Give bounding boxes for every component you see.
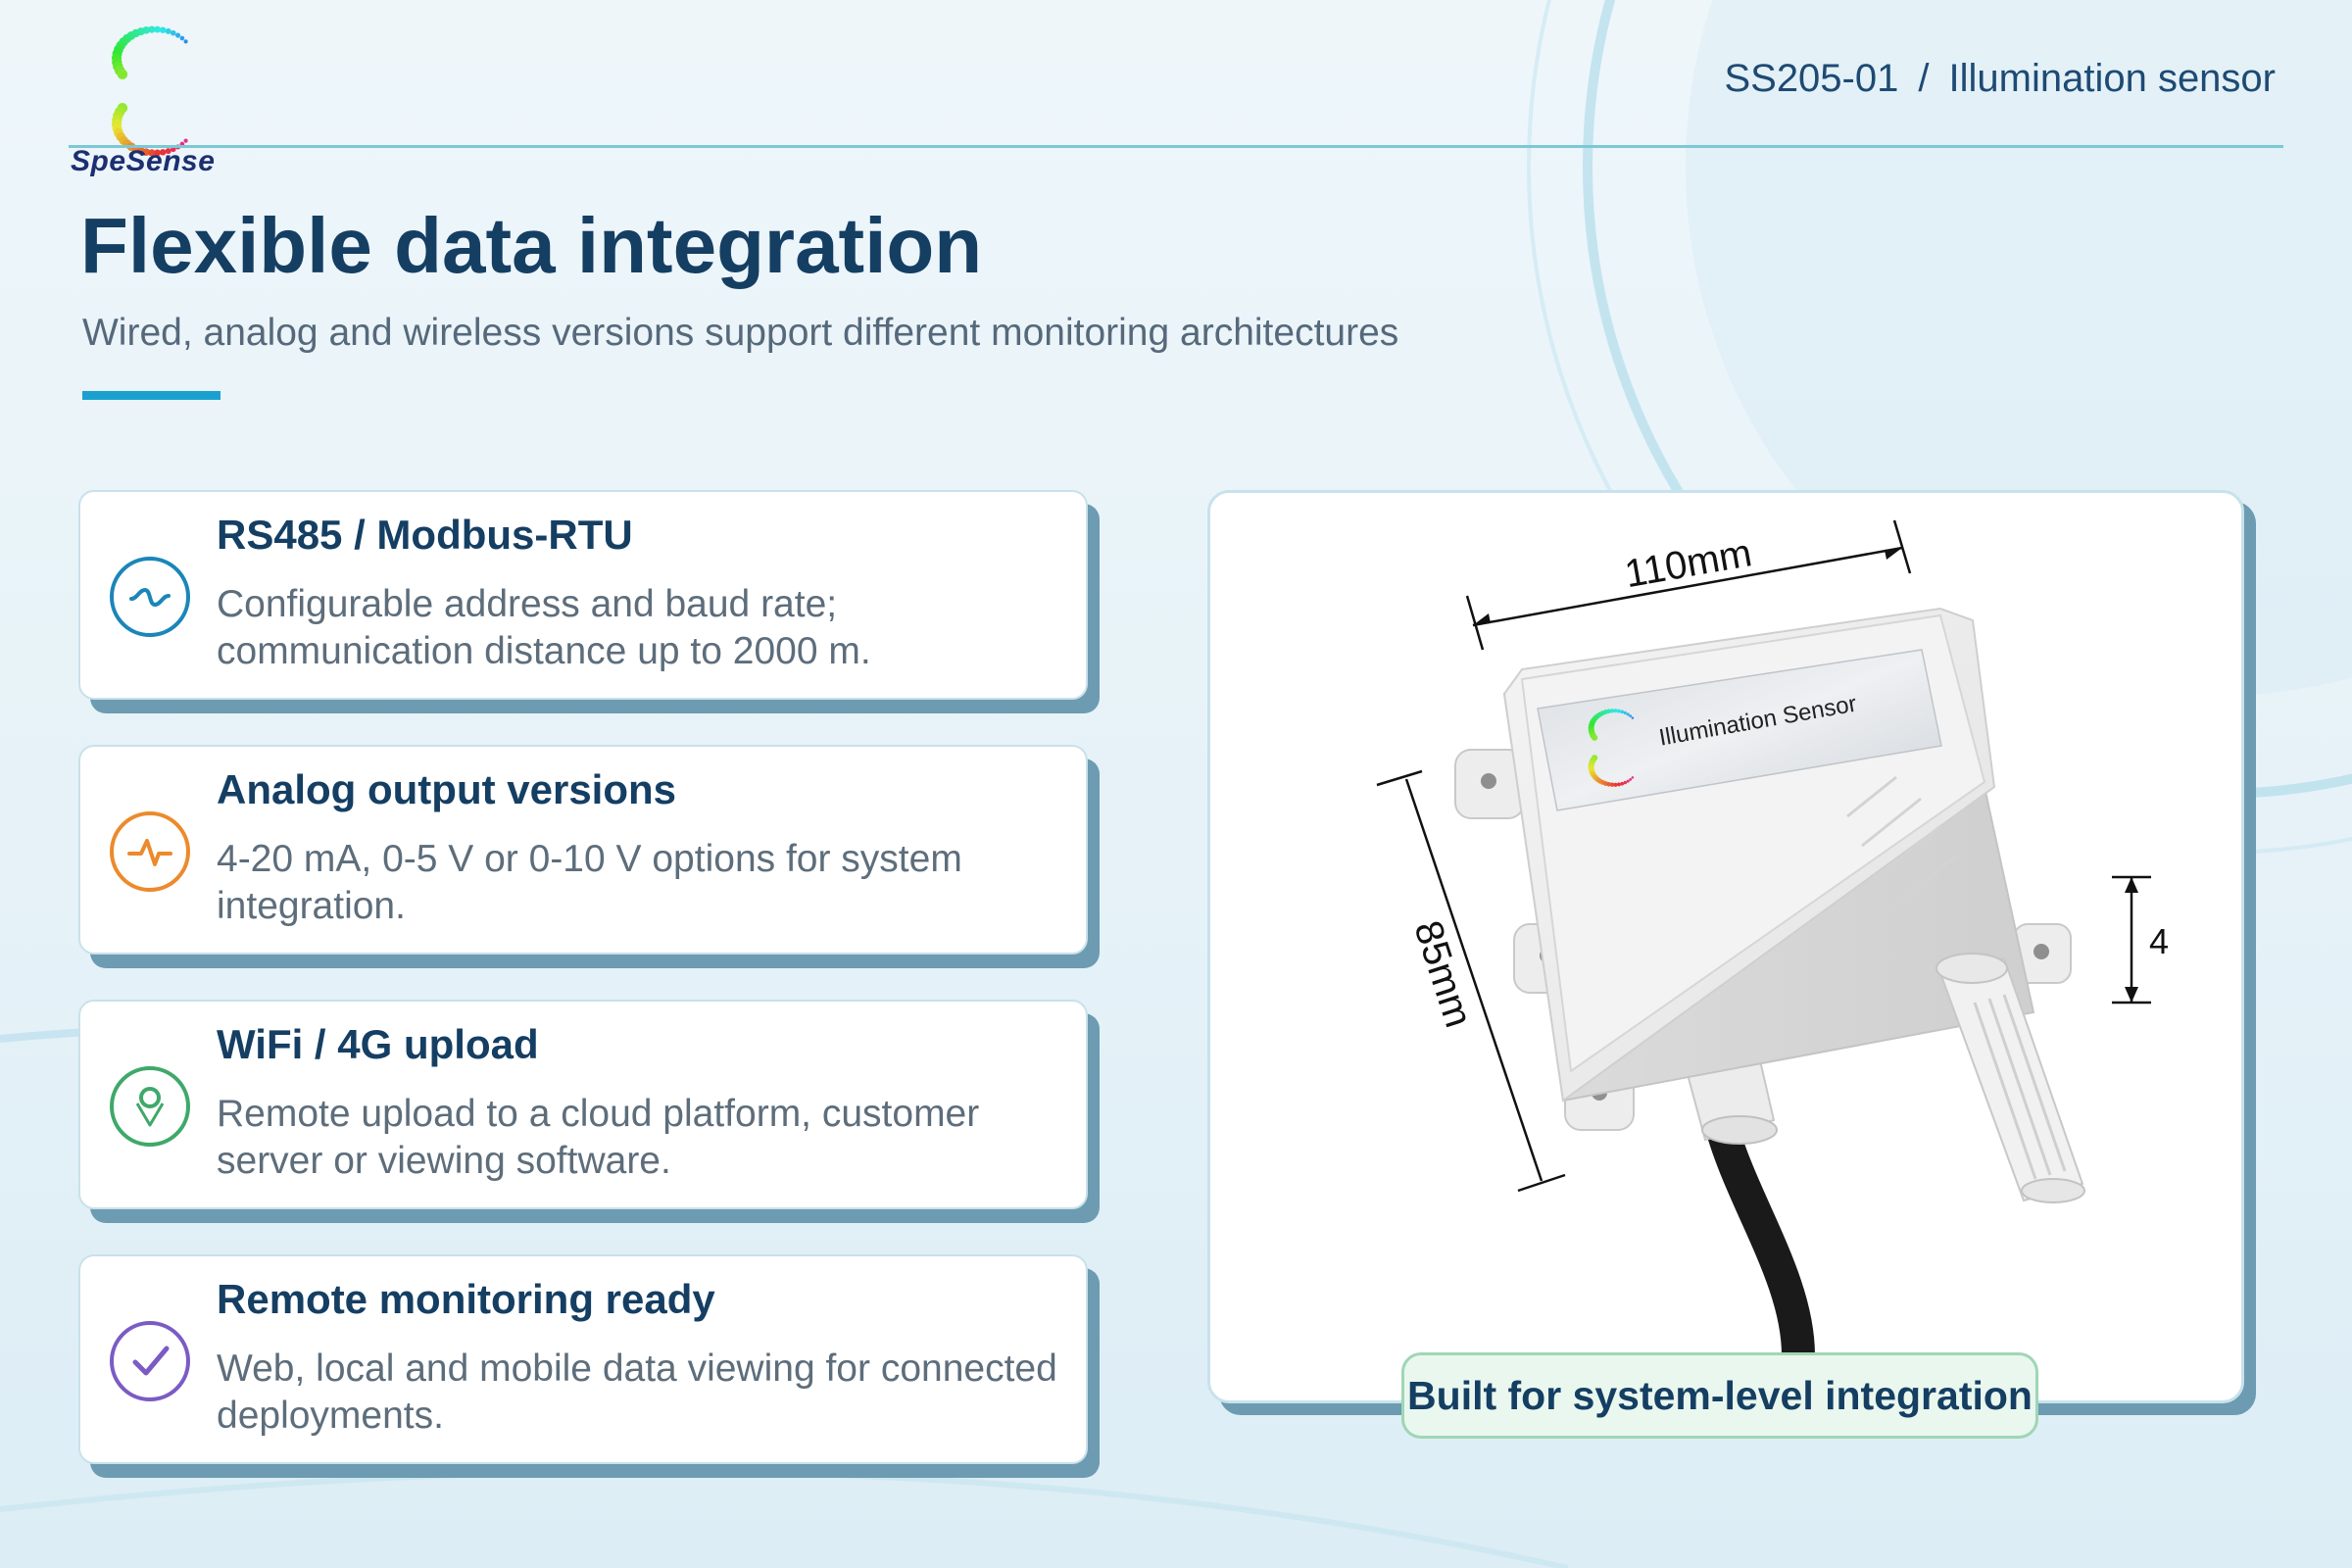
logo-dot bbox=[183, 138, 188, 143]
page-title: Flexible data integration bbox=[80, 202, 983, 289]
logo-dot bbox=[1609, 782, 1615, 787]
product-panel: 110mm 85mm 4 bbox=[1207, 490, 2244, 1403]
feature-description: Web, local and mobile data viewing for c… bbox=[217, 1348, 1057, 1437]
logo-dot bbox=[148, 25, 156, 33]
logo-dot bbox=[1620, 781, 1625, 786]
feature-card-remote-monitoring: Remote monitoring ready Web, local and m… bbox=[78, 1254, 1088, 1464]
brand-name: SpeSense bbox=[71, 145, 216, 177]
location-pin-icon bbox=[110, 1066, 190, 1147]
feature-card-analog: Analog output versions 4-20 mA, 0-5 V or… bbox=[78, 745, 1088, 955]
feature-description: Remote upload to a cloud platform, custo… bbox=[217, 1093, 980, 1182]
logo-dot bbox=[183, 39, 188, 44]
feature-title: Analog output versions bbox=[217, 766, 677, 812]
logo-dot bbox=[142, 148, 151, 157]
page-subtitle: Wired, analog and wireless versions supp… bbox=[82, 312, 1399, 354]
logo-dot bbox=[1606, 781, 1612, 787]
breadcrumb-separator: / bbox=[1918, 57, 1930, 100]
product-image: 110mm 85mm 4 bbox=[1376, 519, 2169, 1372]
signal-wave-icon bbox=[110, 557, 190, 637]
title-accent-bar bbox=[82, 391, 220, 400]
logo-dot bbox=[175, 32, 181, 38]
product-caption: Built for system-level integration bbox=[1401, 1352, 2038, 1439]
model-number: SS205-01 bbox=[1724, 57, 1899, 100]
dimension-depth-label: 4 bbox=[2149, 921, 2169, 961]
logo-dot bbox=[148, 149, 156, 157]
plate-logo bbox=[1588, 709, 1635, 787]
logo-dot bbox=[154, 149, 162, 157]
logo-dot bbox=[1613, 709, 1618, 713]
logo-dot bbox=[1631, 776, 1635, 779]
logo-dot bbox=[159, 149, 167, 156]
logo-dot bbox=[165, 148, 172, 155]
logo-dot bbox=[1609, 709, 1615, 713]
logo-dot bbox=[1626, 779, 1630, 783]
logo-dot bbox=[1631, 716, 1635, 719]
brand-logo bbox=[111, 25, 188, 157]
logo-dot bbox=[117, 69, 128, 80]
logo-dot bbox=[1626, 712, 1630, 716]
feature-title: RS485 / Modbus-RTU bbox=[217, 512, 633, 558]
logo-dot bbox=[1613, 782, 1618, 787]
feature-card-rs485: RS485 / Modbus-RTU Configurable address … bbox=[78, 490, 1088, 700]
logo-dot bbox=[165, 27, 172, 34]
logo-dot bbox=[1616, 709, 1621, 713]
dimension-depth: 4 bbox=[2112, 875, 2169, 1004]
logo-dot bbox=[154, 25, 162, 33]
logo-dot bbox=[1591, 734, 1598, 741]
dimension-height-label: 85mm bbox=[1405, 915, 1480, 1032]
sensor-probe bbox=[1936, 953, 2085, 1203]
logo-dot bbox=[1616, 782, 1621, 787]
product-name: Illumination sensor bbox=[1948, 57, 2277, 100]
logo-dot bbox=[1629, 714, 1633, 717]
checkmark-icon bbox=[110, 1321, 190, 1401]
logo-dot bbox=[1623, 780, 1627, 785]
header-divider bbox=[69, 145, 2283, 148]
breadcrumb: SS205-01 / Illumination sensor bbox=[1724, 57, 2276, 101]
feature-title: Remote monitoring ready bbox=[217, 1276, 715, 1322]
sensor-cable bbox=[1703, 1103, 1815, 1372]
feature-card-wifi-4g: WiFi / 4G upload Remote upload to a clou… bbox=[78, 1000, 1088, 1209]
feature-description: Configurable address and baud rate;commu… bbox=[217, 583, 871, 672]
feature-title: WiFi / 4G upload bbox=[217, 1021, 539, 1067]
logo-dot bbox=[1620, 710, 1625, 714]
logo-dot bbox=[171, 29, 176, 36]
waveform-icon bbox=[110, 811, 190, 892]
feature-description: 4-20 mA, 0-5 V or 0-10 V options for sys… bbox=[217, 838, 962, 927]
logo-dot bbox=[159, 26, 167, 33]
logo-dot bbox=[1629, 778, 1633, 781]
label-plate bbox=[1537, 649, 1942, 811]
logo-dot bbox=[1623, 710, 1627, 715]
logo-dot bbox=[179, 35, 185, 41]
